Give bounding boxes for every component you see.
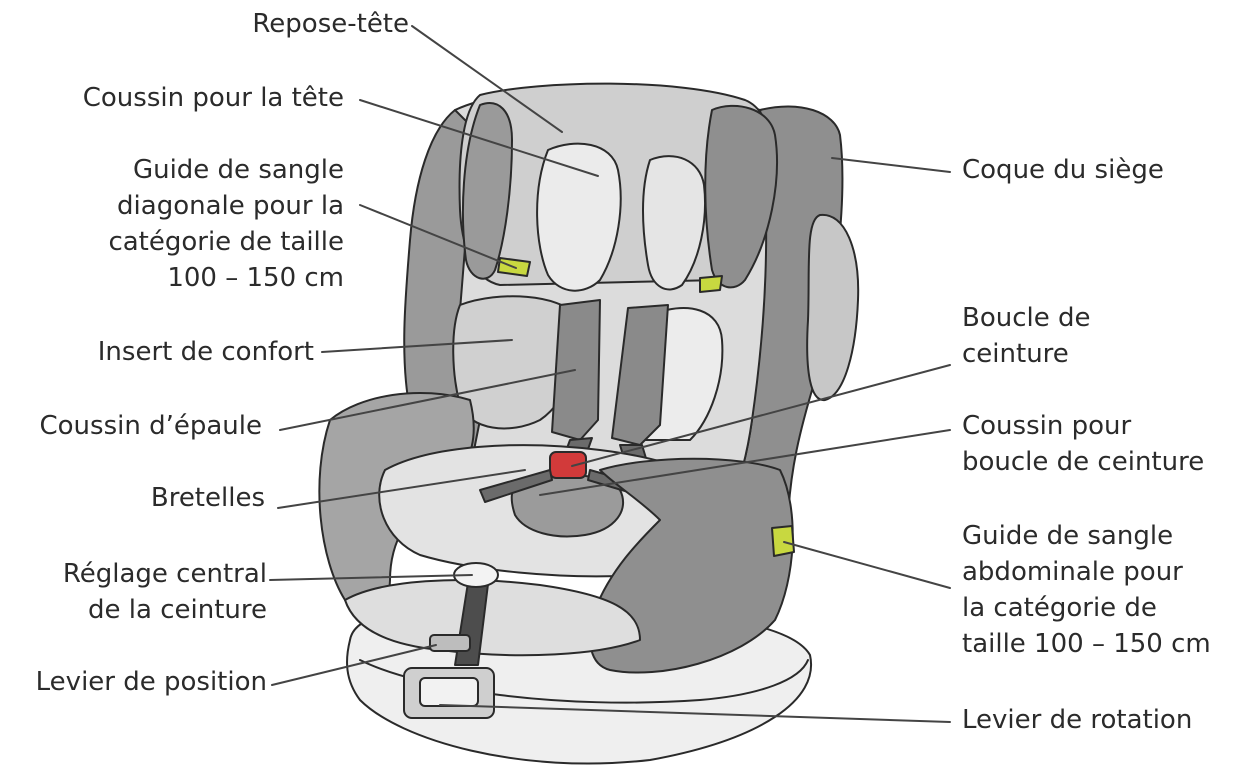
label-line: Coussin pour [962,411,1132,441]
label-line: taille 100 – 150 cm [962,629,1211,659]
label-line: Levier de position [35,667,267,697]
seat-front-edge [344,579,641,657]
head-cushion[interactable] [536,142,622,292]
label-line: Coussin pour la tête [82,83,344,113]
label-line: diagonale pour la [117,191,344,221]
leader-diagonal-guide [359,204,517,269]
label-line: boucle de ceinture [962,447,1205,477]
belt-buckle[interactable] [549,451,587,479]
leader-central-adjust [269,574,473,581]
lap-belt-guide[interactable] [771,525,795,557]
leader-headrest [411,25,563,133]
label-line: catégorie de taille [108,227,344,257]
leader-straps [277,469,526,509]
label-lap-guide: Guide de sangle abdominale pour la catég… [962,518,1211,662]
label-central-adjust: Réglage central de la ceinture [63,556,267,628]
label-line: de la ceinture [88,595,267,625]
label-belt-buckle: Boucle de ceinture [962,300,1091,372]
headrest-wing-left [461,102,513,280]
lower-shell-right [589,457,794,674]
label-comfort-insert: Insert de confort [98,334,314,370]
label-line: Repose-tête [252,9,409,39]
shoulder-pad-right[interactable] [611,304,669,446]
car-seat-illustration [318,82,860,765]
head-cushion-right [642,155,707,291]
label-line: Réglage central [62,559,267,589]
leader-rotation-lever [439,704,951,723]
label-headrest: Repose-tête [252,6,409,42]
label-line: Guide de sangle [962,521,1174,551]
label-buckle-cushion: Coussin pour boucle de ceinture [962,408,1204,480]
label-line: la catégorie de [962,593,1157,623]
label-shoulder-pad: Coussin d’épaule [40,408,263,444]
label-line: 100 – 150 cm [167,263,344,293]
label-seat-shell: Coque du siège [962,152,1164,188]
leader-head-cushion [359,99,599,177]
rotation-lever-grip [419,677,479,707]
label-line: Coque du siège [962,155,1164,185]
label-head-cushion: Coussin pour la tête [83,80,344,116]
label-position-lever: Levier de position [36,664,267,700]
label-straps: Bretelles [151,480,265,516]
leader-seat-shell [831,157,951,173]
label-rotation-lever: Levier de rotation [962,702,1192,738]
label-line: Coussin d’épaule [39,411,263,441]
leader-lap-guide [783,541,951,589]
leader-lines [269,25,951,723]
label-line: Boucle de [962,303,1091,333]
leader-position-lever [271,644,437,686]
position-lever[interactable] [429,634,471,652]
label-line: Bretelles [150,483,265,513]
leader-shoulder-pad [279,369,576,431]
side-wing [806,213,860,402]
label-line: Guide de sangle [132,155,344,185]
label-line: ceinture [962,339,1069,369]
label-line: Insert de confort [97,337,314,367]
leader-buckle-cushion [539,429,951,496]
label-line: abdominale pour [962,557,1183,587]
comfort-insert[interactable] [452,295,579,430]
label-line: Levier de rotation [962,705,1193,735]
label-diagonal-guide: Guide de sangle diagonale pour la catégo… [108,152,344,296]
leader-belt-buckle [571,364,951,467]
leader-comfort-insert [321,339,513,353]
diagonal-belt-guide-right[interactable] [699,275,723,293]
